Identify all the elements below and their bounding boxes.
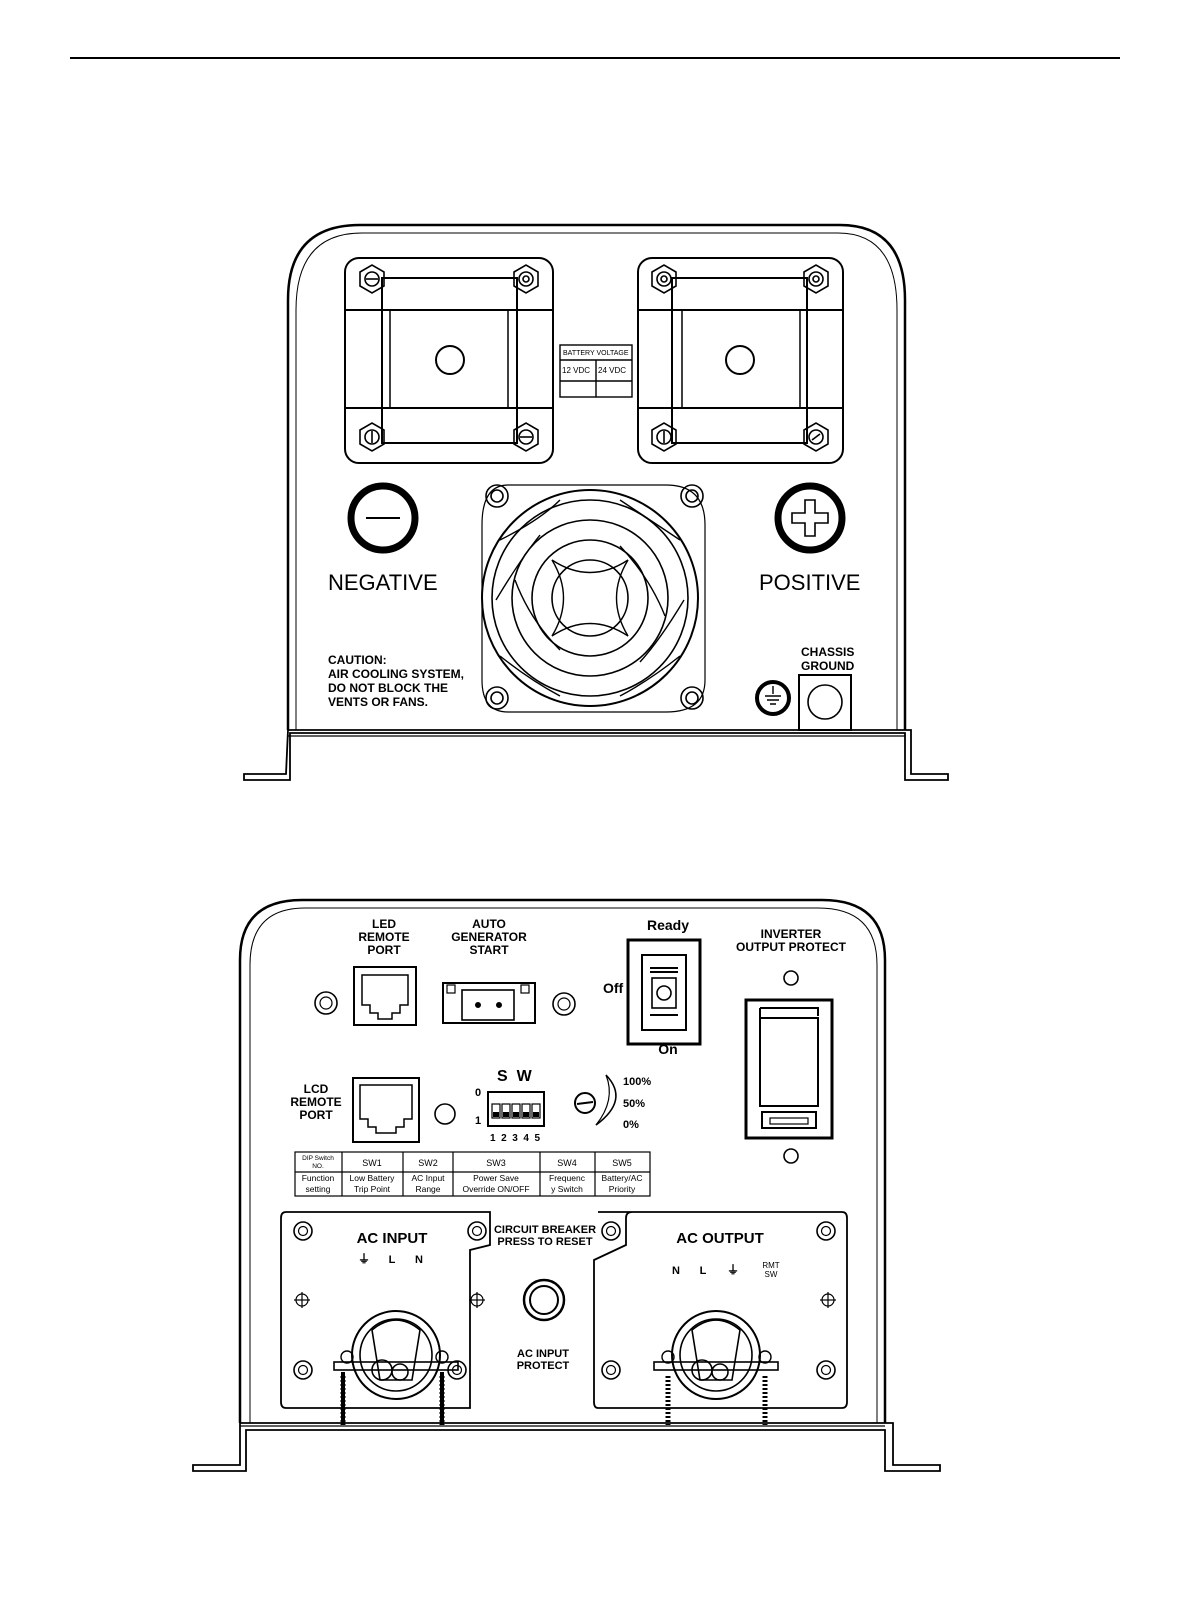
positive-label: POSITIVE	[759, 570, 860, 595]
ac-output-plate	[593, 1211, 848, 1409]
rmt-sw-label-1: RMT	[762, 1261, 779, 1270]
positive-terminal-block	[637, 257, 844, 464]
dip-table-c4b: y Switch	[551, 1184, 583, 1194]
rear-panel	[192, 898, 941, 1472]
rear-housing	[238, 898, 887, 1423]
dip-table-c2a: AC Input	[411, 1173, 445, 1183]
switch-off-label: Off	[603, 980, 624, 996]
dip-table-c4a: Frequenc	[549, 1173, 586, 1183]
dip-zero-label: 0	[475, 1087, 481, 1099]
led-port-label-1: LED	[372, 917, 396, 931]
led-port-label-3: PORT	[367, 943, 401, 957]
caution-line-3: DO NOT BLOCK THE	[328, 681, 448, 695]
dip-table-header-1: SW1	[362, 1158, 382, 1168]
ags-label-1: AUTO	[472, 917, 506, 931]
dip-one-label: 1	[475, 1115, 481, 1127]
lcd-port-label-2: REMOTE	[290, 1095, 341, 1109]
ac-input-terminal-l: L	[389, 1254, 396, 1266]
circuit-breaker-label-2: PRESS TO RESET	[497, 1236, 592, 1248]
chassis-ground-terminal	[755, 674, 852, 731]
ac-output-bolt-threads	[665, 1376, 768, 1425]
switch-on-label: On	[658, 1041, 677, 1057]
dip-table-header-4: SW4	[557, 1158, 577, 1168]
lcd-port-label-1: LCD	[304, 1082, 329, 1096]
dip-table-header-3: SW3	[486, 1158, 506, 1168]
ac-input-protect-label-2: PROTECT	[517, 1360, 570, 1372]
dip-table-c1a: Low Battery	[350, 1173, 396, 1183]
dip-numbers: 1 2 3 4 5	[490, 1133, 540, 1144]
inverter-output-protect-breaker[interactable]	[744, 970, 834, 1164]
ac-output-title: AC OUTPUT	[676, 1230, 764, 1247]
power-level-100: 100%	[623, 1076, 651, 1088]
caution-line-1: CAUTION:	[328, 653, 387, 667]
led-port-label-2: REMOTE	[358, 930, 409, 944]
dip-switch-table	[294, 1151, 651, 1197]
dip-table-c1b: Trip Point	[354, 1184, 391, 1194]
caution-line-4: VENTS OR FANS.	[328, 695, 428, 709]
ac-input-terminal-n: N	[415, 1254, 423, 1266]
negative-terminal-block	[344, 257, 554, 464]
chassis-ground-label-1: CHASSIS	[801, 645, 854, 659]
negative-post	[347, 482, 419, 554]
front-base-left	[243, 729, 949, 781]
ac-output-terminal-l: L	[700, 1265, 707, 1277]
ac-input-title: AC INPUT	[357, 1230, 428, 1247]
switch-ready-label: Ready	[647, 917, 689, 933]
led-remote-port	[353, 966, 417, 1026]
chassis-ground-label-2: GROUND	[801, 659, 855, 673]
dip-table-c5b: Priority	[609, 1184, 636, 1194]
dip-table-header-0a: DIP Switch	[302, 1155, 334, 1162]
rmt-sw-label-2: SW	[765, 1270, 778, 1279]
ac-input-protect-label-1: AC INPUT	[517, 1348, 569, 1360]
power-level-0: 0%	[623, 1119, 639, 1131]
ags-label-2: GENERATOR	[451, 930, 527, 944]
battery-voltage-12: 12 VDC	[562, 366, 590, 375]
dip-table-c3a: Power Save	[473, 1173, 519, 1183]
rear-base	[192, 1422, 941, 1472]
negative-label: NEGATIVE	[328, 570, 438, 595]
dip-table-c0a: Function	[302, 1173, 335, 1183]
iop-label-2: OUTPUT PROTECT	[736, 940, 847, 954]
battery-voltage-header: BATTERY VOLTAGE	[563, 350, 629, 357]
lcd-remote-port	[352, 1077, 420, 1143]
ac-input-terminal-ground: ⏚	[358, 1252, 370, 1266]
lcd-port-label-3: PORT	[299, 1108, 333, 1122]
ags-label-3: START	[469, 943, 509, 957]
cooling-fan	[481, 484, 706, 713]
power-level-50: 50%	[623, 1098, 645, 1110]
front-housing	[286, 223, 907, 730]
ac-input-bolt-threads	[340, 1376, 445, 1425]
power-switch[interactable]	[626, 938, 702, 1046]
dip-table-c5a: Battery/AC	[601, 1173, 642, 1183]
iop-label-1: INVERTER	[761, 927, 822, 941]
sw-label: S W	[497, 1068, 533, 1085]
dip-switch[interactable]	[487, 1091, 545, 1127]
dip-table-header-0b: NO.	[312, 1163, 324, 1170]
circuit-breaker-reset-button[interactable]	[522, 1278, 566, 1322]
dip-table-c2b: Range	[415, 1184, 440, 1194]
rear-labels: LED REMOTE PORT AUTO GENERATOR START Rea…	[290, 917, 846, 1372]
battery-voltage-24: 24 VDC	[598, 366, 626, 375]
circuit-breaker-label-1: CIRCUIT BREAKER	[494, 1224, 596, 1236]
power-save-knob[interactable]	[574, 1074, 617, 1126]
battery-voltage-box	[559, 344, 633, 398]
ac-output-terminal-ground: ⏚	[727, 1263, 739, 1277]
ac-output-terminal-n: N	[672, 1265, 680, 1277]
dip-table-header-5: SW5	[612, 1158, 632, 1168]
caution-line-2: AIR COOLING SYSTEM,	[328, 667, 464, 681]
front-panel	[243, 223, 949, 781]
dip-table-header-2: SW2	[418, 1158, 438, 1168]
dip-table-c3b: Override ON/OFF	[462, 1184, 529, 1194]
auto-generator-start-connector	[442, 982, 536, 1024]
positive-post	[774, 482, 846, 554]
dip-table-c0b: setting	[305, 1184, 330, 1194]
